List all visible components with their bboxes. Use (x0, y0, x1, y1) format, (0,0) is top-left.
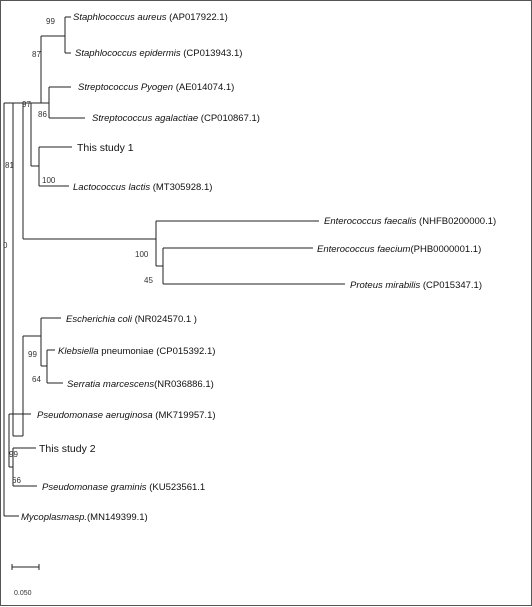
taxon-label: This study 2 (39, 443, 96, 455)
support-n-root: 0 (3, 241, 8, 250)
support-n-pseudo-outer: 99 (9, 450, 18, 459)
taxon-label: Streptococcus Pyogen (AE014074.1) (78, 82, 234, 93)
support-n-serr: 64 (32, 375, 41, 384)
taxon-label: Enterococcus faecium(PHB0000001.1) (317, 244, 481, 255)
taxon-label: Staphlococcus aureus (AP017922.1) (73, 12, 228, 23)
taxon-label: Serratia marcescens(NR036886.1) (67, 379, 214, 390)
support-n-staph-strep: 87 (32, 50, 41, 59)
support-n-staph: 99 (46, 17, 55, 26)
taxon-label: Proteus mirabilis (CP015347.1) (350, 280, 482, 291)
support-n-grampos: 97 (22, 100, 31, 109)
taxon-label: Pseudomonase graminis (KU523561.1 (42, 482, 205, 493)
support-n-pseudo-inner: 66 (12, 476, 21, 485)
taxon-label: Enterococcus faecalis (NHFB0200000.1) (324, 216, 496, 227)
support-n-lacto: 100 (42, 176, 56, 185)
support-n-faecium-proteus: 45 (144, 276, 153, 285)
support-n-entero: 100 (135, 250, 149, 259)
support-n-strep: 86 (38, 110, 47, 119)
support-n-upper: 81 (5, 161, 14, 170)
taxon-label: Lactococcus lactis (MT305928.1) (73, 182, 212, 193)
scale-bar-label: 0.050 (14, 590, 32, 597)
taxon-label: Mycoplasmasp.(MN149399.1) (21, 512, 148, 523)
taxon-label: Klebsiella pneumoniae (CP015392.1) (58, 346, 215, 357)
taxon-label: Streptococcus agalactiae (CP010867.1) (92, 113, 260, 124)
support-n-kleb-serr: 99 (28, 350, 37, 359)
taxon-label: This study 1 (77, 142, 134, 154)
taxon-label: Escherichia coli (NR024570.1 ) (66, 314, 197, 325)
taxon-label: Pseudomonase aeruginosa (MK719957.1) (37, 410, 216, 421)
taxon-label: Staphlococcus epidermis (CP013943.1) (75, 48, 242, 59)
